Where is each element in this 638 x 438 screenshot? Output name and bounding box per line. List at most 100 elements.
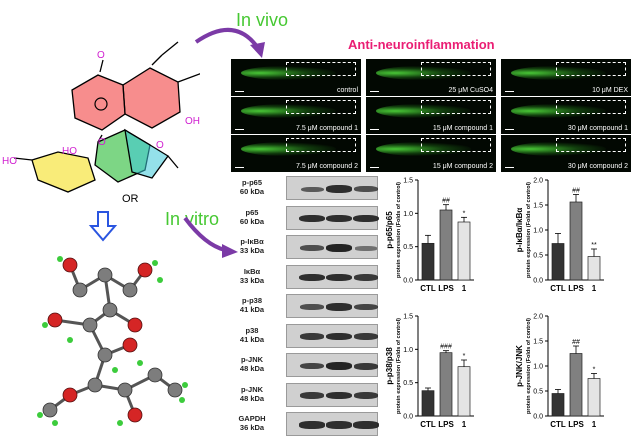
- blot-band: [354, 186, 378, 193]
- zebrafish-image: 15 μM compound 2: [366, 135, 496, 172]
- bar: [569, 201, 583, 281]
- x-tick-label: CTL: [420, 284, 436, 293]
- scale-bar: [235, 129, 244, 130]
- bar: [421, 390, 435, 417]
- bar: [439, 352, 453, 417]
- y-tick-label: 1.5: [403, 178, 413, 185]
- fish-fluorescence: [376, 142, 471, 156]
- bar: [551, 243, 565, 281]
- y-axis-label-secondary: protein expression (Folds of control): [526, 182, 532, 278]
- blot-band: [326, 214, 352, 223]
- blot-strip: [286, 323, 379, 348]
- arrow-to-in-vitro-icon: [183, 216, 226, 252]
- significance-mark: ##: [572, 339, 580, 346]
- scale-bar: [370, 167, 379, 168]
- y-tick-label: 0.5: [533, 253, 543, 260]
- y-tick-label: 1.0: [533, 364, 543, 371]
- region-box: [421, 138, 491, 152]
- significance-mark: ###: [440, 344, 452, 351]
- zebrafish-image: 7.5 μM compound 2: [231, 135, 361, 172]
- zebrafish-caption: 10 μM DEX: [592, 87, 628, 94]
- blot-protein: GAPDH: [238, 414, 266, 423]
- x-tick-label: LPS: [568, 284, 584, 293]
- y-tick-label: 1.0: [403, 211, 413, 218]
- ho-ring-label: HO: [62, 146, 77, 157]
- y-tick-label: 1.0: [403, 347, 413, 354]
- blot-band: [353, 214, 379, 223]
- bar: [457, 221, 471, 281]
- blot-size: 60 kDa: [239, 216, 265, 226]
- bar: [457, 366, 471, 417]
- x-tick-label: CTL: [420, 420, 436, 429]
- blot-band: [326, 362, 352, 370]
- blot-size: 36 kDa: [239, 423, 265, 432]
- region-box: [421, 62, 491, 76]
- blot-size: 48 kDa: [239, 393, 265, 403]
- fish-fluorescence: [376, 104, 471, 118]
- bar: [587, 256, 601, 281]
- y-tick-label: 0.5: [533, 389, 543, 396]
- y-tick-label: 1.5: [533, 339, 543, 346]
- bar: [587, 378, 601, 417]
- region-box: [286, 138, 356, 152]
- blot-strip: [286, 353, 379, 377]
- blot-size: 33 kDa: [239, 246, 265, 255]
- y-axis-label: p-IκBα/IκBα: [515, 208, 524, 253]
- blot-band: [326, 273, 352, 282]
- zebrafish-image: 30 μM compound 2: [501, 135, 631, 172]
- significance-mark: ##: [442, 198, 450, 205]
- in-vivo-label: In vivo: [236, 10, 289, 30]
- blot-protein: p38: [245, 325, 259, 335]
- blot-strip: [286, 264, 379, 289]
- blot-size: 33 kDa: [239, 275, 265, 285]
- y-axis-label: p-p65/p65: [385, 211, 394, 249]
- x-tick-label: 1: [462, 284, 467, 293]
- blot-band: [353, 362, 379, 370]
- blot-band: [353, 392, 379, 400]
- blot-band: [299, 362, 325, 370]
- arrow-head-in-vitro-icon: [222, 244, 238, 258]
- blot-band: [326, 391, 352, 400]
- bar-charts: 0.0 0.5 1.0 1.5 p-p65/p65 protein expression …: [385, 178, 604, 429]
- y-tick-label: 0.5: [403, 380, 413, 387]
- y-axis-label: p-JNK/JNK: [515, 345, 524, 387]
- x-tick-label: CTL: [550, 284, 566, 293]
- o-ring-label: O: [156, 140, 164, 151]
- y-tick-label: 2.0: [533, 314, 543, 321]
- zebrafish-image: 30 μM compound 1: [501, 97, 631, 134]
- in-vitro-label: In vitro: [165, 209, 220, 229]
- y-axis-label-secondary: protein expression (Folds of control): [526, 318, 532, 414]
- zebrafish-image: 15 μM compound 1: [366, 97, 496, 134]
- blot-strip: [286, 205, 379, 230]
- region-box: [556, 100, 626, 114]
- blot-band: [326, 421, 352, 429]
- y-tick-label: 0.0: [403, 278, 413, 285]
- y-tick-label: 1.5: [533, 203, 543, 210]
- blot-strip: [286, 294, 379, 318]
- zebrafish-caption: 7.5 μM compound 2: [295, 163, 358, 170]
- scale-bar: [505, 167, 514, 168]
- fish-fluorescence: [241, 104, 336, 118]
- scale-bar: [370, 91, 379, 92]
- zebrafish-image: 10 μM DEX: [501, 59, 631, 96]
- x-tick-label: 1: [592, 284, 597, 293]
- blot-protein: p-p65: [241, 178, 262, 187]
- bar: [569, 353, 583, 417]
- o-bottom-label: O: [98, 137, 106, 148]
- blot-size: 60 kDa: [239, 187, 265, 196]
- chemical-structure: OH HO HO OR O O O: [2, 41, 200, 205]
- blot-band: [353, 274, 379, 282]
- y-axis-label-secondary: protein expression (Folds of control): [396, 318, 402, 414]
- scale-bar: [370, 129, 379, 130]
- blot-band: [299, 392, 325, 400]
- o-top-label: O: [97, 50, 105, 61]
- y-tick-label: 2.0: [533, 178, 543, 185]
- blot-protein: p-IκBα: [240, 237, 264, 246]
- zebrafish-caption: 25 μM CuSO4: [448, 87, 494, 94]
